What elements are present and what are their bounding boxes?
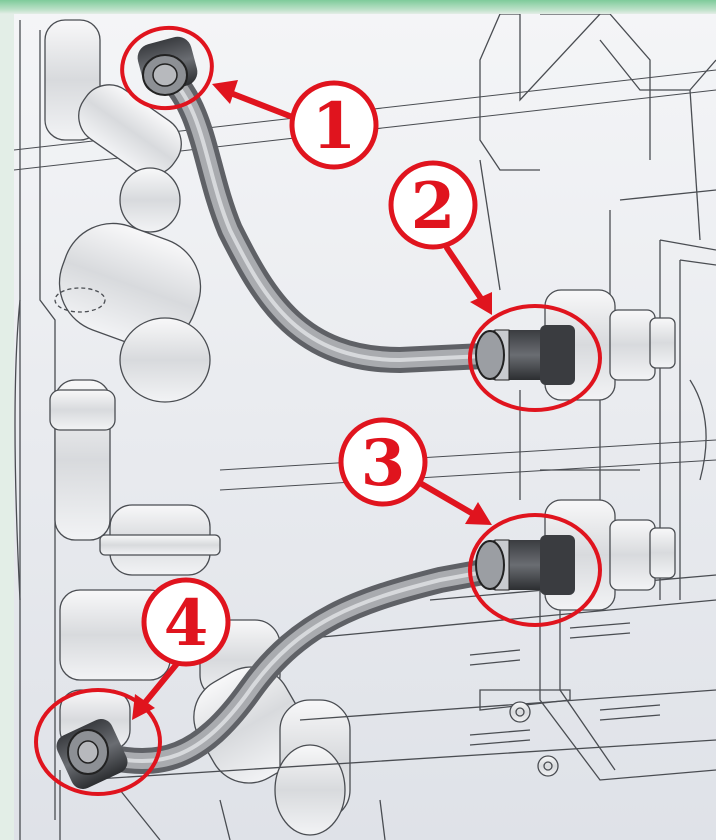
- callout-3: 3: [338, 417, 428, 507]
- hose-upper: [155, 62, 518, 374]
- clamp-4: [56, 718, 128, 790]
- highlight-ring-2: [468, 304, 602, 412]
- clamp-1: [137, 36, 198, 96]
- callout-number: 4: [164, 586, 209, 661]
- arrow-4: [140, 657, 183, 708]
- highlight-ring-1: [120, 25, 214, 111]
- diagram-canvas: 1 2 3 4: [14, 14, 716, 840]
- clamp-3: [475, 535, 575, 595]
- callout-arrows: [132, 80, 492, 720]
- highlight-rings: [34, 25, 602, 796]
- callout-number: 3: [361, 426, 406, 501]
- clamp-2: [475, 325, 575, 385]
- highlight-ring-4: [34, 688, 162, 796]
- callout-2: 2: [388, 160, 478, 250]
- callout-number: 2: [411, 169, 456, 244]
- highlight-ring-3: [468, 513, 602, 627]
- hose-connection-diagram: 1 2 3 4: [14, 14, 716, 840]
- arrow-1: [225, 89, 303, 123]
- background-machinery: [14, 14, 716, 840]
- arrow-2: [444, 245, 485, 303]
- callout-4: 4: [141, 577, 231, 667]
- arrow-3: [417, 480, 478, 518]
- callout-number: 1: [312, 89, 357, 164]
- callout-1: 1: [289, 80, 379, 170]
